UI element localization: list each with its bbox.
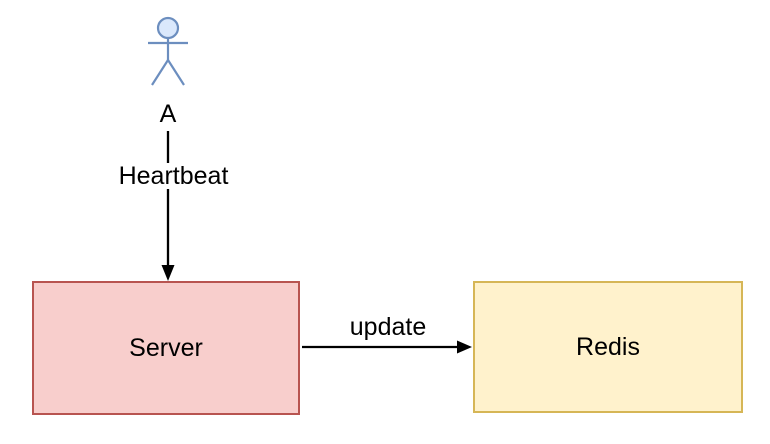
update-arrow: [302, 340, 472, 354]
edge-label-heartbeat: Heartbeat: [111, 163, 236, 189]
node-server: Server: [32, 281, 300, 415]
actor-icon: [148, 16, 188, 86]
node-server-label: Server: [129, 333, 203, 362]
actor-label: A: [159, 100, 177, 128]
heartbeat-arrow: [161, 131, 175, 281]
node-redis: Redis: [473, 281, 743, 413]
edge-label-update: update: [328, 314, 448, 340]
node-redis-label: Redis: [576, 332, 640, 361]
